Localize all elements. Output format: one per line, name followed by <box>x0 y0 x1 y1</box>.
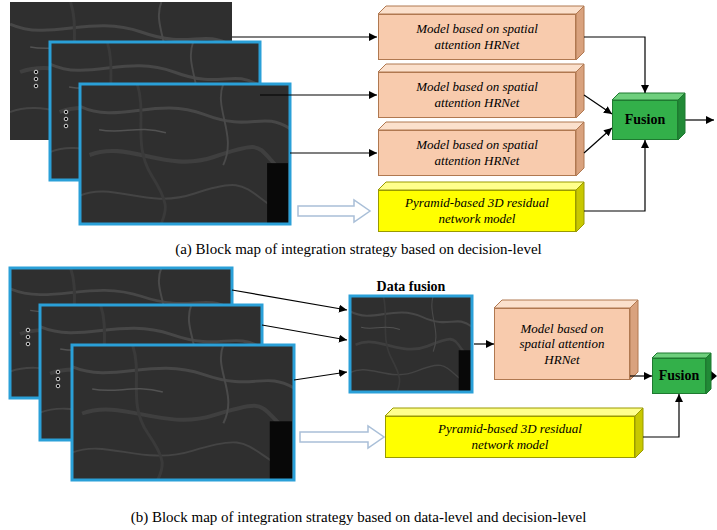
box-label: Pyramid-based 3D residual network model <box>395 195 559 226</box>
box-depth-face <box>378 182 584 190</box>
image-heading: Data fusion <box>377 279 446 296</box>
box-label: Model based on spatial attention HRNet <box>401 137 553 168</box>
box-depth-face <box>494 300 638 308</box>
process-box: Model based on spatial attention HRNet <box>378 130 576 176</box>
image-border <box>350 296 472 392</box>
box-label: Pyramid-based 3D residual network model <box>426 421 594 452</box>
input-arrow <box>232 37 377 153</box>
image-border <box>80 84 290 224</box>
input-arrow <box>232 290 347 380</box>
box-depth-face <box>630 300 638 380</box>
sonar-image-stack <box>10 2 290 224</box>
connector-arrow <box>643 394 679 437</box>
connector-arrow <box>630 375 652 376</box>
ellipsis-dots <box>26 328 60 388</box>
box-depth-face <box>378 64 584 72</box>
process-box: Model based on spatial attention HRNet <box>378 72 576 118</box>
box-label: Fusion <box>659 368 699 385</box>
box-depth-face <box>635 408 643 458</box>
box-label: Model based on spatial attention HRNet <box>401 21 553 52</box>
connector-arrow <box>474 343 494 344</box>
connector-arrow <box>584 37 645 93</box>
box-depth-face <box>612 93 685 100</box>
fusion-box: Fusion <box>652 358 706 394</box>
box-depth-face <box>385 408 643 416</box>
figure-caption: (b) Block map of integration strategy ba… <box>0 508 717 526</box>
connector-arrow <box>584 95 612 114</box>
output-arrowhead <box>711 371 717 381</box>
image-border <box>72 345 294 480</box>
model-box: Pyramid-based 3D residual network model <box>385 416 635 458</box>
box-depth-face <box>378 122 584 130</box>
connector-arrow <box>584 140 645 211</box>
fused-image <box>350 296 472 392</box>
process-box: Model based on spatial attention HRNet <box>494 308 630 380</box>
image-node: Data fusion <box>348 276 474 394</box>
sonar-image <box>72 345 294 480</box>
box-depth-face <box>378 6 584 14</box>
sonar-image-stack <box>10 268 294 480</box>
connector-arrow <box>584 128 612 153</box>
box-depth-face <box>576 182 584 232</box>
figure-caption: (a) Block map of integration strategy ba… <box>0 240 717 258</box>
box-depth-face <box>576 6 584 60</box>
box-depth-face <box>678 93 685 140</box>
box-label: Fusion <box>625 112 665 129</box>
box-depth-face <box>576 64 584 118</box>
ellipsis-dots <box>34 70 68 128</box>
hollow-arrow <box>298 200 370 222</box>
box-label: Model based on spatial attention HRNet <box>401 79 553 110</box>
process-box: Model based on spatial attention HRNet <box>378 14 576 60</box>
box-depth-face <box>706 353 711 394</box>
fusion-box: Fusion <box>612 100 678 140</box>
hollow-arrow <box>300 426 384 448</box>
output-arrow <box>685 119 714 120</box>
box-label: Model based on spatial attention HRNet <box>503 321 621 368</box>
model-box: Pyramid-based 3D residual network model <box>378 190 576 232</box>
box-depth-face <box>576 122 584 176</box>
sonar-image <box>80 84 290 224</box>
